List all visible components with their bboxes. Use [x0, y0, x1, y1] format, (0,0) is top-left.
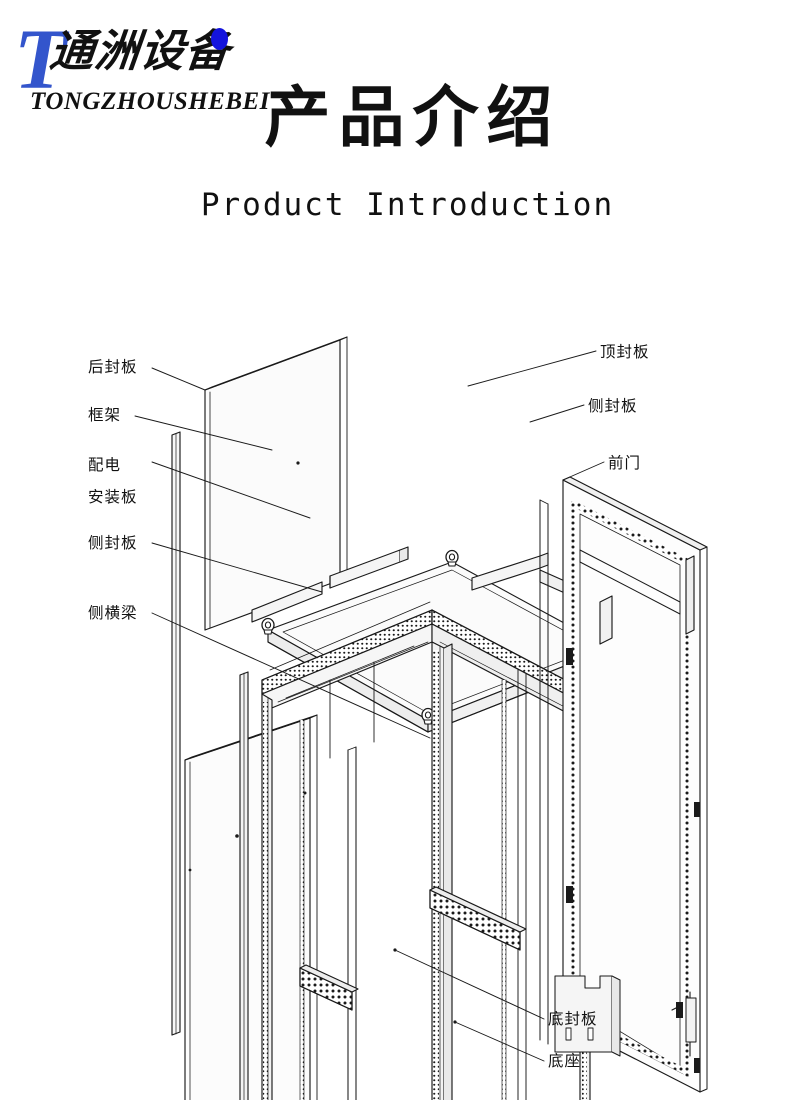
callout-side-seal-plate-left: 侧封板: [88, 534, 138, 552]
callout-side-seal-plate-right: 侧封板: [588, 397, 638, 415]
leader-side-seal-plate-left: [151, 542, 323, 593]
part-door-side-post: [539, 499, 549, 1045]
leader-front-door: [562, 461, 605, 481]
leader-side-seal-plate-right: [529, 404, 585, 423]
logo-t-mark: T: [14, 11, 67, 107]
leader-frame: [134, 415, 273, 451]
part-frame-post-center: [431, 641, 453, 1100]
part-side-cross-beam-upper: [429, 886, 527, 951]
leader-rear-seal-plate: [151, 367, 206, 391]
part-side-seal-plate-right: [599, 555, 695, 645]
part-door-mounting-bracket: [554, 975, 621, 1057]
part-distribution-mounting-plate: [184, 714, 318, 1100]
part-top-cross-rail: [269, 601, 431, 759]
cabinet-assembly-drawing: 后封板 框架 配电 安装板 侧封板 侧横梁 顶封板 侧封板 前门 底封板 底座: [88, 336, 708, 1100]
page-title-en: Product Introduction: [200, 187, 615, 223]
page-title-cn: 产品介绍: [264, 78, 561, 156]
callout-side-cross-beam: 侧横梁: [88, 604, 138, 622]
page-header: T 通洲设备 TONGZHOUSHEBEI 产品介绍 Product Intro…: [0, 0, 790, 250]
callout-dist-mount-line1: 配电: [88, 456, 121, 474]
callout-bottom-seal-plate: 底封板: [548, 1010, 598, 1028]
company-logo: T 通洲设备 TONGZHOUSHEBEI: [8, 11, 269, 114]
leader-side-cross-beam: [151, 612, 431, 739]
logo-company-name-cn: 通洲设备: [47, 26, 233, 77]
leader-bottom-seal-plate: [394, 949, 545, 1020]
part-rear-seal-plate: [204, 336, 348, 631]
part-door-hinges: [566, 648, 700, 1073]
callout-layer: [134, 350, 605, 1062]
callout-labels: 后封板 框架 配电 安装板 侧封板 侧横梁 顶封板 侧封板 前门 底封板 底座: [88, 343, 650, 1070]
part-top-rail-rear-left: [329, 546, 409, 589]
callout-top-seal-plate: 顶封板: [600, 343, 650, 361]
callout-front-door: 前门: [608, 454, 641, 472]
callout-base-plinth: 底座: [548, 1052, 581, 1070]
leader-base-plinth: [454, 1021, 545, 1062]
callout-rear-seal-plate: 后封板: [88, 358, 138, 376]
part-frame-post-inner: [347, 746, 357, 1100]
product-exploded-diagram: 后封板 框架 配电 安装板 侧封板 侧横梁 顶封板 侧封板 前门 底封板 底座: [0, 250, 790, 1100]
part-side-seal-plate-left: [239, 671, 249, 1100]
leader-top-seal-plate: [467, 350, 597, 387]
part-door-lock-assembly: [671, 991, 697, 1057]
part-frame-post-front-left: [261, 693, 273, 1100]
logo-dot-icon: [211, 28, 228, 50]
leader-dist-mount: [151, 461, 311, 519]
part-frame-uprights: [299, 679, 507, 1100]
part-frame-top-ring: [261, 609, 591, 726]
part-bottom-seal-plate: [393, 948, 397, 952]
callout-frame: 框架: [88, 406, 121, 424]
part-frame-post-rear-hidden: [517, 669, 527, 1100]
part-top-rail-rear-right: [471, 552, 549, 591]
logo-company-pinyin: TONGZHOUSHEBEI: [30, 88, 270, 115]
callout-dist-mount-line2: 安装板: [88, 488, 138, 506]
part-side-cross-beam-mid: [299, 964, 359, 1011]
part-front-door: [554, 476, 708, 1093]
part-top-rail-left: [251, 581, 323, 623]
part-rear-edge-strip: [171, 431, 181, 1036]
